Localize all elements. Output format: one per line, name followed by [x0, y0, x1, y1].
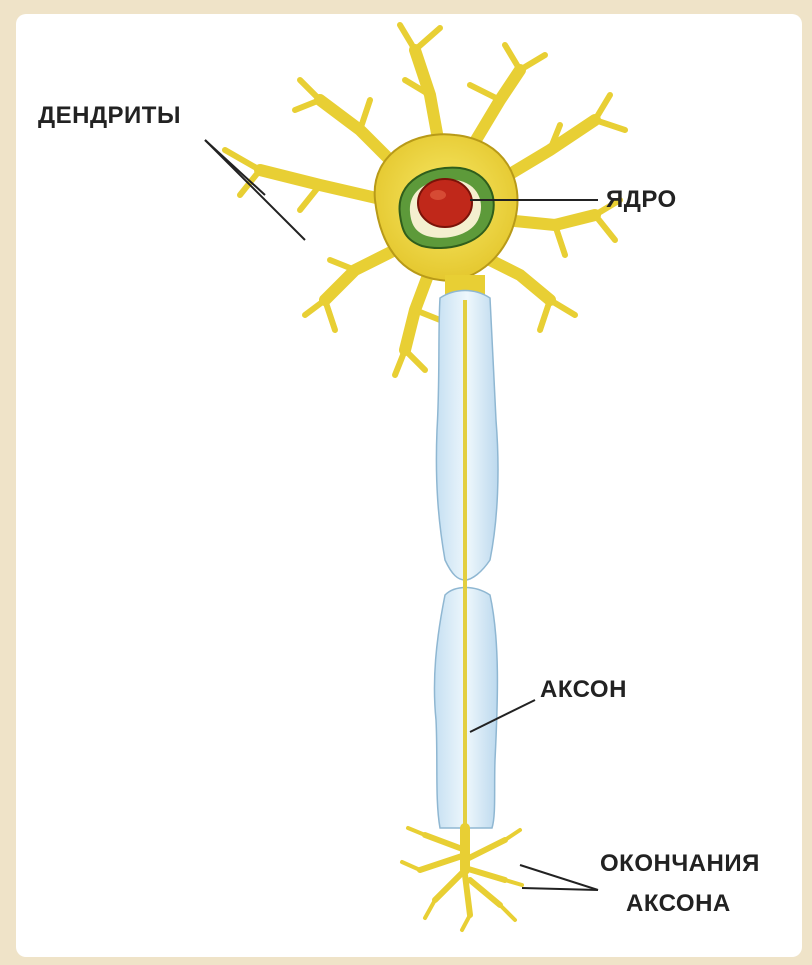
dendrite-lower-left [325, 250, 395, 300]
label-axon: АКСОН [540, 676, 627, 704]
nucleus [400, 168, 494, 248]
dendrite-upper-right [470, 70, 520, 150]
dendrite-upper-left [320, 100, 395, 165]
nucleolus [418, 179, 472, 227]
leader-terminals-b [522, 888, 598, 890]
dendrite-right-lower [505, 215, 595, 225]
label-axon-terminals-line1: ОКОНЧАНИЯ [600, 850, 760, 878]
leader-terminals-a [520, 865, 598, 890]
leader-dendrites-b [205, 140, 305, 240]
axon-terminals [402, 828, 522, 930]
label-axon-terminals-line2: АКСОНА [626, 890, 731, 918]
myelin-sheath-upper [436, 291, 498, 581]
label-nucleus: ЯДРО [606, 186, 677, 214]
label-dendrites: ДЕНДРИТЫ [38, 102, 181, 130]
